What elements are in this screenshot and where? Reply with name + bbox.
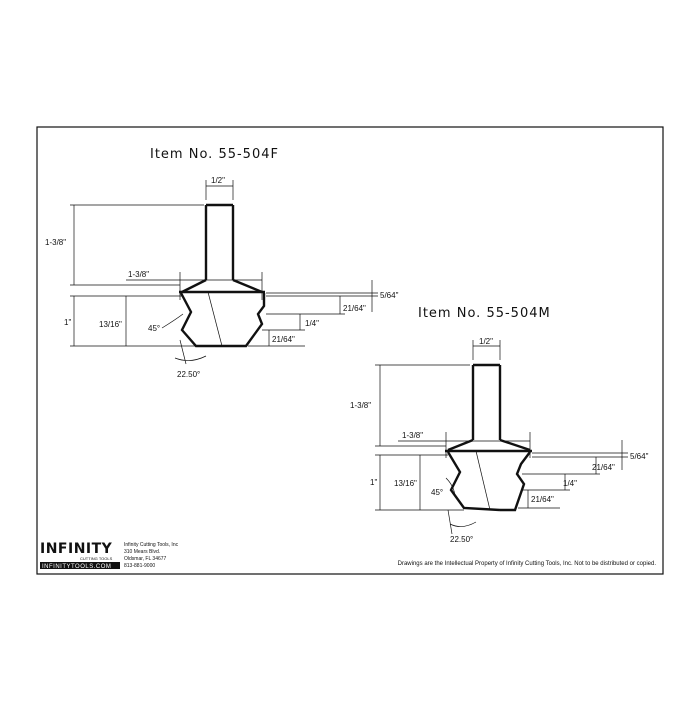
drawing-title: Item No. 55-504M: [418, 306, 551, 321]
dim-cut-height: 1": [370, 478, 377, 487]
angle-22-arc: [174, 339, 207, 365]
dim-angle-22: 22.50°: [450, 535, 473, 544]
dim-line-shank: [472, 340, 501, 360]
dim-line-top-b: [266, 296, 345, 315]
dim-depth-a: 13/16": [99, 320, 122, 329]
dim-mid: 1/4": [305, 319, 319, 328]
profile-left: [446, 451, 501, 512]
dim-top-b: 21/64": [343, 304, 366, 313]
dim-top-a: 5/64": [380, 291, 399, 300]
company-address-1: 310 Mears Blvd.: [124, 549, 160, 555]
dim-cut-height: 1": [64, 318, 71, 327]
dim-line-overall: [70, 204, 204, 286]
dim-angle-22: 22.50°: [177, 370, 200, 379]
profile-right: [230, 293, 266, 348]
dim-cut-dia: 1-3/8": [402, 431, 423, 440]
dim-line-cut-height: [375, 454, 464, 511]
company-title-block: INFINITY CUTTING TOOLS INFINITYTOOLS.COM…: [40, 541, 179, 570]
bit-shoulder: [447, 438, 531, 452]
sheet-border: [36, 126, 664, 575]
dim-overall-height: 1-3/8": [350, 401, 371, 410]
dim-line-top-a: [266, 280, 378, 312]
website-bar: [40, 562, 120, 569]
dim-line-cut-dia: [398, 432, 531, 458]
company-address-2: Oldsmar, FL 34677: [124, 556, 167, 562]
dim-cut-dia: 1-3/8": [128, 270, 149, 279]
angle-45-arc: [445, 477, 456, 497]
dim-top-b: 21/64": [592, 463, 615, 472]
drawing-55-504F: Item No. 55-504F 1/2" 1-3/8" 1-3/8" 1" 1…: [45, 147, 399, 379]
profile-center-line: [207, 291, 223, 347]
dim-mid: 1/4": [563, 479, 577, 488]
dim-shank-dia: 1/2": [479, 337, 493, 346]
bit-shoulder: [181, 278, 263, 294]
profile-center-line: [475, 450, 491, 511]
drawing-55-504M: Item No. 55-504M 1/2" 1-3/8" 1-3/8" 1" 1…: [350, 306, 649, 544]
dim-line-mid: [262, 314, 305, 331]
shank-outline: [204, 203, 235, 280]
company-website: INFINITYTOOLS.COM: [42, 564, 111, 570]
dim-line-cut-dia: [126, 272, 263, 300]
dim-line-overall: [375, 364, 470, 447]
dim-angle-45: 45°: [431, 488, 443, 497]
company-name: Infinity Cutting Tools, Inc: [124, 542, 179, 548]
dim-angle-45: 45°: [148, 324, 160, 333]
dim-low: 21/64": [531, 495, 554, 504]
dim-line-shank: [205, 180, 234, 200]
angle-45-arc: [161, 313, 184, 329]
dim-line-cut-height: [70, 295, 196, 347]
company-logo: INFINITY: [40, 541, 113, 557]
dim-line-top-a: [532, 440, 628, 470]
dim-top-a: 5/64": [630, 452, 649, 461]
dim-line-top-b: [522, 457, 600, 475]
angle-22-arc: [447, 509, 477, 535]
dim-line-low: [248, 330, 305, 347]
profile-left: [179, 292, 230, 348]
dim-shank-dia: 1/2": [211, 176, 225, 185]
shank-outline: [471, 363, 502, 440]
company-phone: 813-881-9000: [124, 563, 155, 569]
footer-note: Drawings are the Intellectual Property o…: [398, 561, 657, 567]
dim-line-mid: [522, 474, 570, 491]
dim-depth-a: 13/16": [394, 479, 417, 488]
dim-line-low: [518, 490, 560, 509]
dim-low: 21/64": [272, 335, 295, 344]
profile-right: [500, 451, 531, 512]
drawing-title: Item No. 55-504F: [150, 147, 279, 162]
company-logo-sub: CUTTING TOOLS: [80, 556, 113, 561]
dim-overall-height: 1-3/8": [45, 238, 66, 247]
